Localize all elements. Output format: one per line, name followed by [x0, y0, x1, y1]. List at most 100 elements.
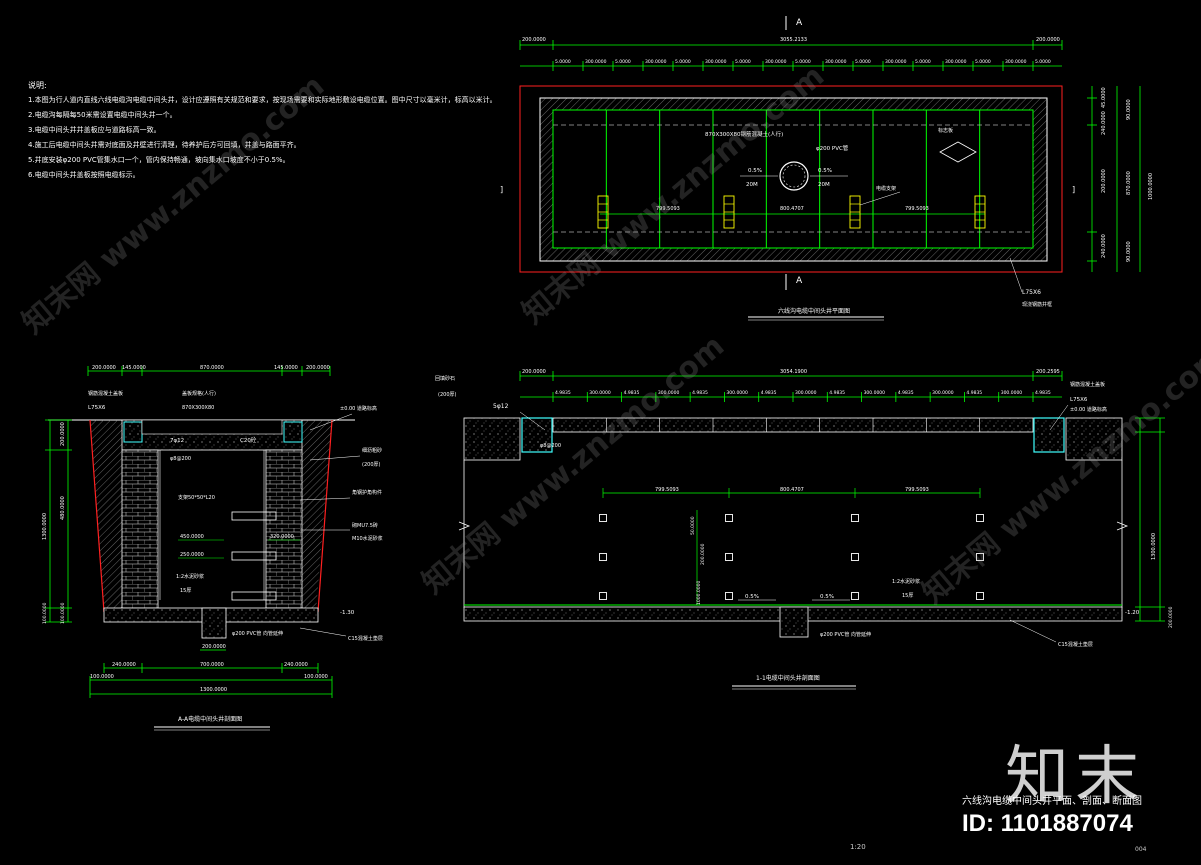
- aa-bottom-dim-1: 700.0000: [200, 662, 224, 668]
- aa-excavation-left: [89, 419, 105, 613]
- note-item: 3.电缆中间头井井盖板应与道路标高一致。: [28, 126, 161, 134]
- plan-dim-second-label: 5.0000: [675, 59, 691, 65]
- s11-support-bolts: [599, 514, 984, 600]
- s11-label-0: 回填砂石: [435, 375, 455, 382]
- s11-label-11: C15混凝土垫层: [1058, 641, 1093, 648]
- plan-dim-second-label: 5.0000: [975, 59, 991, 65]
- plan-angle-note: 现浇钢筋井框: [1022, 301, 1052, 308]
- s11-slope-1: 0.5%: [820, 594, 834, 600]
- aa-label-5: 盖板规格(人行): [182, 390, 216, 397]
- s11-top-dim-0: 200.0000: [522, 369, 546, 375]
- s11-bolt: [851, 592, 859, 600]
- plan-right-dim-3: 240.0000: [1101, 234, 1107, 258]
- s11-corner-right: [1033, 417, 1065, 453]
- s11-dim-right: [1135, 417, 1165, 622]
- plan-dim-second-label: 5.0000: [915, 59, 931, 65]
- aa-top-dim-4: 200.0000: [306, 365, 330, 371]
- s11-dim-second-label: 4.9835: [624, 390, 640, 396]
- plan-drain-pipe-inner: [782, 164, 806, 188]
- plan-right-dim-2: 200.0000: [1101, 169, 1107, 193]
- plan-cover-dividers: [605, 110, 981, 248]
- aa-label-18: C15混凝土垫层: [348, 635, 383, 642]
- aa-mid-dim-0: 450.0000: [180, 534, 204, 540]
- s11-bolt: [976, 553, 984, 561]
- aa-top-dim-1: 145.0000: [122, 365, 146, 371]
- s11-dim-second-label: 300.0000: [726, 390, 748, 396]
- s11-cover-slab: [552, 417, 1034, 433]
- plan-dim-top: [519, 40, 1063, 67]
- aa-label-3: φ8@200: [170, 456, 191, 462]
- aa-left-dim-3: 100.0000: [60, 602, 66, 624]
- s11-side-dim-1: 200.0000: [700, 543, 706, 565]
- s11-dim-top: [519, 371, 1063, 398]
- aa-mid-dim-2: 320.0000: [270, 534, 294, 540]
- s11-label-4: 钢筋混凝土盖板: [1070, 381, 1105, 388]
- s11-top-dim-1: 3054.1900: [780, 369, 807, 375]
- aa-top-dim-2: 870.0000: [200, 365, 224, 371]
- aa-bottom-dim-4: 1300.0000: [200, 687, 227, 693]
- s11-dim-second-label: 4.9835: [966, 390, 982, 396]
- s11-bolt: [851, 514, 859, 522]
- plan-dim-second-label: 5.0000: [855, 59, 871, 65]
- section-aa: 200.0000 145.0000 870.0000 145.0000 200.…: [42, 365, 383, 731]
- plan-right-dim-7: 90.0000: [1126, 99, 1132, 120]
- aa-bottom-dim-6: 200.0000: [202, 644, 226, 650]
- aa-backfill-right: [302, 420, 332, 610]
- s11-dim-second-label: 300.0000: [1001, 390, 1023, 396]
- plan-angle-label: L75X6: [1022, 289, 1041, 296]
- aa-label-0: 钢筋混凝土盖板: [88, 390, 123, 397]
- s11-label-6: ±0.00 道路标高: [1070, 406, 1107, 413]
- note-item: 5.井底安装φ200 PVC管集水口一个，管内保持畅通，坡向集水口坡度不小于0.…: [28, 156, 290, 164]
- s11-dim-second-label: 4.9835: [1035, 390, 1051, 396]
- s11-dim-second-label: 300.0000: [932, 390, 954, 396]
- s11-bolt: [976, 514, 984, 522]
- plan-slope-left: 0.5%: [748, 168, 762, 174]
- s11-inner-dim-1: 800.4707: [780, 487, 804, 493]
- plan-dim-second-label: 5.0000: [1035, 59, 1051, 65]
- s11-dim-second-label: 300.0000: [864, 390, 886, 396]
- s11-backfill-left: [463, 417, 521, 461]
- s11-dim-second-label: 300.0000: [795, 390, 817, 396]
- s11-bolt: [599, 553, 607, 561]
- aa-cover-center: [141, 419, 283, 435]
- plan-cover-label: 870X300X80钢筋混凝土(人行): [705, 130, 783, 138]
- s11-label-3: φ8@200: [540, 443, 561, 449]
- aa-label-12: 砌MU7.5砖: [352, 522, 378, 529]
- aa-dim-mid: [178, 539, 300, 559]
- aa-left-dim-2: 1300.0000: [42, 513, 48, 540]
- aa-wall-right: [265, 449, 303, 609]
- s11-label-8: 15厚: [902, 593, 913, 599]
- s11-leader-2: [1049, 404, 1069, 431]
- aa-label-8: 细沥粗砂: [362, 447, 382, 454]
- plan-cable-supports: [597, 195, 986, 229]
- s11-bolt: [599, 514, 607, 522]
- aa-leader-5: [299, 627, 347, 637]
- s11-bolt: [851, 553, 859, 561]
- plan-mark-diamond: [939, 141, 977, 163]
- plan-mark-label: 标志板: [938, 127, 953, 134]
- s11-side-dim-6: 200.0000: [1168, 606, 1174, 628]
- aa-label-4: C20砼: [240, 436, 257, 444]
- aa-bottom-dim-2: 240.0000: [284, 662, 308, 668]
- aa-dim-left: [45, 419, 72, 623]
- page-number: 004: [1135, 846, 1147, 853]
- aa-label-16: -1.30: [340, 610, 355, 616]
- plan-dim-second-label: 300.0000: [885, 59, 907, 65]
- aa-label-7: ±0.00 道路标高: [340, 405, 377, 412]
- aa-mid-dim-1: 250.0000: [180, 552, 204, 558]
- aa-left-dim-0: 200.0000: [60, 422, 66, 446]
- s11-bolt: [725, 592, 733, 600]
- aa-label-13: M10水泥砂浆: [352, 535, 383, 542]
- s11-label-7: 1:2水泥砂浆: [892, 578, 920, 585]
- s11-dim-second-label: 300.0000: [589, 390, 611, 396]
- plan-dim-right: [1087, 86, 1141, 272]
- plan-inner-dim-0: 799.5093: [656, 206, 680, 212]
- brand-logo: 知末: [1005, 740, 1145, 814]
- aa-support-3: [231, 591, 277, 601]
- plan-slope-right: 0.5%: [818, 168, 832, 174]
- aa-dim-bottom: [89, 649, 333, 698]
- s11-leader-3: [1009, 619, 1057, 643]
- s11-backfill-right: [1065, 417, 1123, 461]
